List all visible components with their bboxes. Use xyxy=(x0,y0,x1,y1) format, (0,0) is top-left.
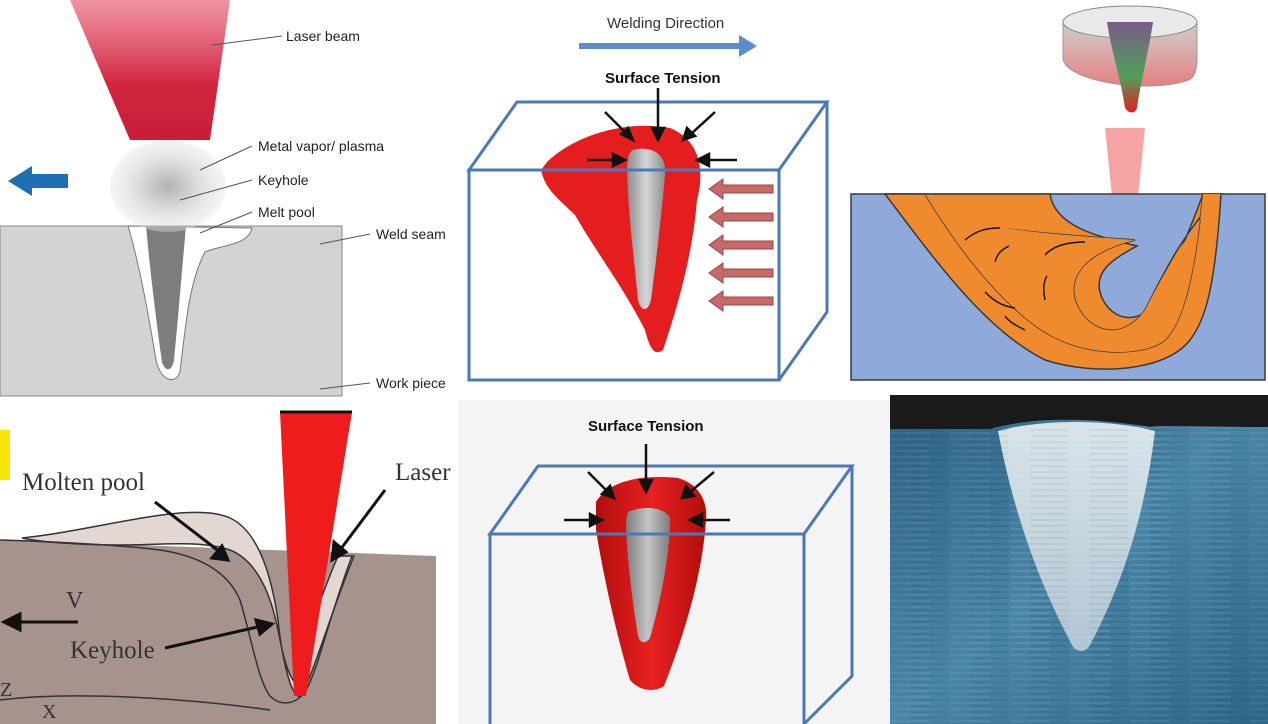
label-laser: Laser xyxy=(395,459,451,486)
yellow-marker xyxy=(0,430,10,480)
label-laser-beam: Laser beam xyxy=(286,28,360,44)
surface-tension-box-svg: Welding Direction Surface Tension xyxy=(466,15,830,382)
label-v: V xyxy=(66,588,84,614)
box-side xyxy=(802,466,854,724)
laser-beam xyxy=(70,0,230,140)
panel-melt-flow xyxy=(845,0,1268,400)
pointer-arrows xyxy=(0,489,387,650)
label-molten-pool: Molten pool xyxy=(22,469,145,496)
keyhole-schematic-svg: Laser beam Metal vapor/ plasma Keyhole M… xyxy=(0,0,446,397)
molten-pool-svg: Molten pool Laser V Keyhole Z X xyxy=(0,410,451,724)
box-front xyxy=(488,532,806,724)
keyhole xyxy=(626,508,670,643)
laser xyxy=(280,412,352,696)
panel-weld-micrograph xyxy=(890,395,1268,724)
label-melt-pool: Melt pool xyxy=(258,204,315,220)
surface-tension-label: Surface Tension xyxy=(588,418,704,435)
panel-keyhole-schematic: Laser beam Metal vapor/ plasma Keyhole M… xyxy=(0,0,455,400)
box-front xyxy=(467,168,781,382)
label-z: Z xyxy=(0,679,12,701)
label-metal-vapor: Metal vapor/ plasma xyxy=(258,138,384,154)
keyhole xyxy=(146,226,186,370)
label-weld-seam: Weld seam xyxy=(376,226,446,242)
label-x: X xyxy=(42,701,57,723)
surface-tension-arrows xyxy=(564,444,730,529)
metal-vapor-plasma xyxy=(110,140,226,232)
melt-flow-svg xyxy=(850,5,1266,381)
panel-surface-tension-box-2: Surface Tension xyxy=(458,400,890,724)
weld-micrograph-svg xyxy=(890,395,1268,724)
keyhole xyxy=(627,148,666,309)
welding-direction-arrow xyxy=(579,35,757,57)
surface-tension-arrows xyxy=(587,88,737,169)
label-work-piece: Work piece xyxy=(376,375,446,391)
flow-arrows xyxy=(964,227,1086,331)
panel-molten-pool: Molten pool Laser V Keyhole Z X xyxy=(0,400,458,724)
label-keyhole: Keyhole xyxy=(258,172,309,188)
welding-direction-arrow xyxy=(8,166,68,196)
top-edge xyxy=(890,395,1268,429)
molten-pool xyxy=(21,511,356,697)
flow-arrows xyxy=(708,178,774,312)
box-side xyxy=(777,102,829,381)
surface-tension-label: Surface Tension xyxy=(605,70,721,87)
surface-tension-box-2-svg: Surface Tension xyxy=(487,418,855,724)
panel-surface-tension-box: Welding Direction Surface Tension xyxy=(455,0,845,400)
label-keyhole: Keyhole xyxy=(70,637,155,664)
welding-direction-label: Welding Direction xyxy=(607,15,724,32)
